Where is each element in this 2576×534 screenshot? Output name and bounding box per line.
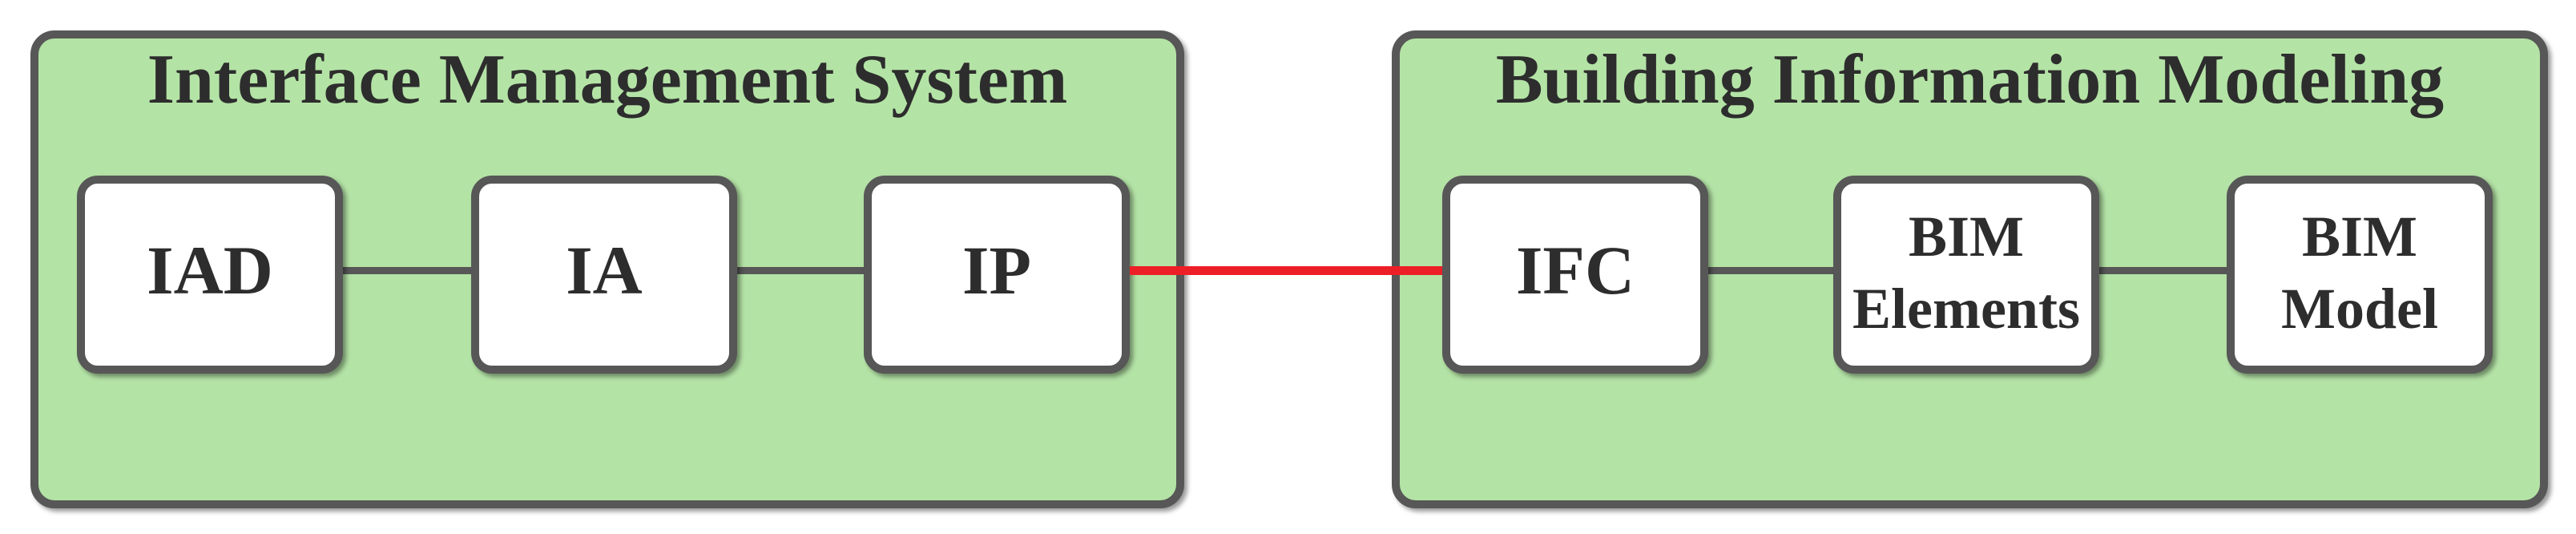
- node-ifc: IFC: [1442, 176, 1708, 374]
- node-label-ip: IP: [962, 232, 1031, 309]
- node-label-bim-model: BIM Model: [2281, 204, 2438, 341]
- connector-ifc-bim-elements: [1708, 267, 1833, 274]
- node-ia: IA: [471, 176, 737, 374]
- node-label-iad: IAD: [147, 232, 273, 309]
- connector-ia-ip: [737, 267, 864, 274]
- node-bim-elements: BIM Elements: [1833, 176, 2099, 374]
- node-bim-model: BIM Model: [2227, 176, 2493, 374]
- group-title-building-information-modeling: Building Information Modeling: [1495, 41, 2445, 119]
- node-label-bim-elements: BIM Elements: [1852, 204, 2080, 341]
- group-title-interface-management-system: Interface Management System: [147, 41, 1068, 119]
- node-ip: IP: [864, 176, 1130, 374]
- node-label-ia: IA: [566, 232, 643, 309]
- node-label-ifc: IFC: [1515, 232, 1635, 309]
- connector-bim-elements-bim-model: [2099, 267, 2227, 274]
- connector-iad-ia: [343, 267, 471, 274]
- cross-link-ip-ifc: [1130, 266, 1442, 275]
- node-iad: IAD: [77, 176, 343, 374]
